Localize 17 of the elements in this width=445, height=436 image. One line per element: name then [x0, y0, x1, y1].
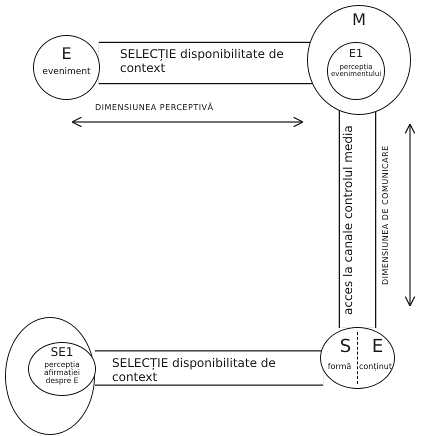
- node-heading: E1: [348, 48, 364, 60]
- edge-label: SELECȚIE disponibilitate de context: [112, 356, 277, 385]
- connector-band: [95, 350, 324, 386]
- node-heading: M: [351, 12, 367, 29]
- node-heading: E: [370, 336, 384, 357]
- node-text: conținut: [359, 362, 392, 371]
- edge-label: SELECȚIE disponibilitate de context: [120, 47, 285, 76]
- node-heading: SE1: [50, 346, 74, 359]
- split-circle: [320, 327, 395, 389]
- dimension-label: DIMENSIUNEA DE COMUNICARE: [381, 144, 390, 287]
- node-heading: S: [338, 336, 352, 357]
- node-text: formă: [326, 362, 352, 371]
- inner-circle: [28, 342, 96, 396]
- node-text: eveniment: [41, 68, 92, 78]
- node-heading: E: [60, 46, 73, 63]
- dimension-label: DIMENSIUNEA PERCEPTIVĂ: [95, 103, 214, 112]
- edge-label: acces la canale controlul media: [341, 124, 356, 317]
